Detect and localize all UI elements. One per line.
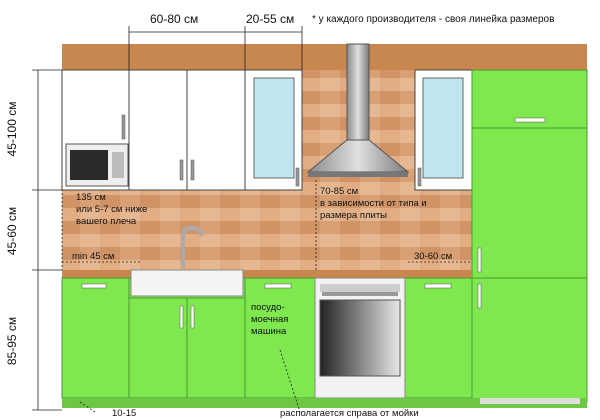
glass-door-right — [422, 77, 464, 179]
upper-width-label: 60-80 см — [150, 12, 199, 26]
oven — [314, 277, 406, 399]
dimension-lines — [32, 26, 472, 413]
countertop — [62, 270, 472, 278]
hood — [306, 43, 410, 177]
hood-line-3: размера плиты — [320, 210, 388, 221]
upper-height-label: 45-100 см — [5, 101, 19, 157]
backsplash-height-label: 45-60 см — [5, 206, 19, 256]
shoulder-note: 135 см или 5-7 см ниже вашего плеча — [76, 192, 147, 228]
base-height-label: 85-95 см — [5, 316, 19, 366]
right-gap-label: 30-60 см — [414, 251, 453, 262]
hood-line-1: 70-85 см — [320, 186, 359, 197]
dishwasher-position-note: располагается справа от мойки — [280, 408, 419, 419]
hood-width-label: 20-55 см — [246, 12, 295, 26]
shoulder-line-1: 135 см — [76, 192, 106, 203]
shoulder-line-3: вашего плеча — [76, 216, 137, 227]
sink — [130, 225, 244, 297]
min-side-label: min 45 см — [72, 251, 115, 262]
dishwasher-line-1: посудо- — [251, 302, 285, 313]
dishwasher-note: посудо- моечная машина — [251, 302, 288, 338]
plinth-height-label: 10-15 — [112, 408, 137, 419]
size-note: * у каждого производителя - своя линейка… — [312, 14, 555, 25]
top-board — [62, 44, 587, 70]
microwave — [65, 143, 129, 187]
shoulder-line-2: или 5-7 см ниже — [76, 204, 148, 215]
dishwasher-line-3: машина — [251, 326, 287, 337]
hood-line-2: в зависимости от типа и — [320, 198, 427, 209]
tall-cabinet — [471, 69, 588, 403]
hood-height-note: 70-85 см в зависимости от типа и размера… — [320, 186, 427, 222]
base-cabinets — [61, 277, 473, 399]
dishwasher-line-2: моечная — [251, 314, 289, 325]
glass-door-left — [253, 77, 295, 179]
